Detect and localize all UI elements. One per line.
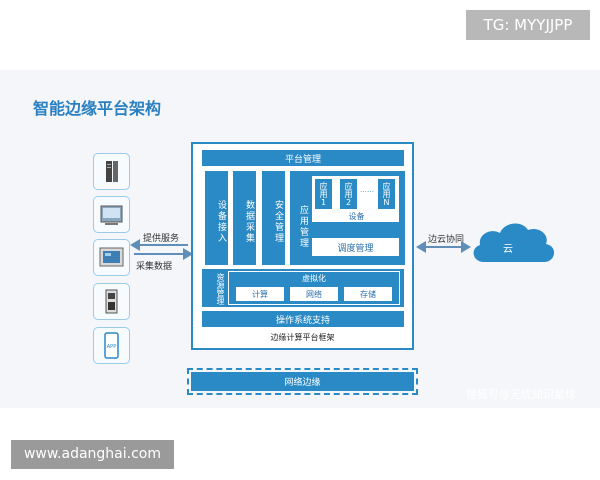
architecture-slide: 智能边缘平台架构 APP [0,70,600,408]
app-2-box: 应用2 [340,179,357,209]
collect-data-arrow [134,253,186,255]
resource-mgmt-label: 资源管理 [202,269,226,307]
arrow-left-icon [130,239,140,251]
network-edge-bar: 网络边缘 [187,368,418,395]
cloud-label: 云 [503,244,513,255]
monitor-panel-icon [93,196,130,233]
slide-title: 智能边缘平台架构 [33,99,162,118]
device-group: 应用1 应用2 …… 应用N 设备 [311,175,400,223]
framework-caption: 边缘计算平台框架 [270,333,335,342]
storage-box: 存储 [343,286,393,302]
edge-cloud-arrow [420,246,464,248]
svg-text:APP: APP [107,344,116,350]
arrow-right-icon [461,241,471,253]
server-icon [93,153,130,190]
platform-frame: 平台管理 设备接入 数据采集 安全管理 应用管理 应用1 应用2 …… 应用N … [191,142,414,350]
hmi-screen-icon [93,239,130,276]
mobile-app-icon: APP [93,327,130,364]
platform-mgmt-bar: 平台管理 [202,150,404,166]
network-box: 网络 [289,286,339,302]
virtualization-box: 虚拟化 计算 网络 存储 [228,271,400,305]
cloud-icon [473,223,555,262]
arrow-left-icon [416,241,426,253]
url-badge: www.adanghai.com [11,440,174,469]
controller-module-icon [93,283,130,320]
app-1-box: 应用1 [315,179,332,209]
provide-service-label: 提供服务 [143,234,180,244]
data-collection-column: 数据采集 [233,171,256,265]
scheduling-mgmt-box: 调度管理 [311,237,400,257]
compute-box: 计算 [235,286,285,302]
arrow-right-icon [183,248,193,260]
app-n-box: 应用N [378,179,395,209]
resource-block: 资源管理 虚拟化 计算 网络 存储 [202,269,404,307]
app-mgmt-block: 应用管理 应用1 应用2 …… 应用N 设备 调度管理 [290,171,405,265]
device-access-column: 设备接入 [205,171,228,265]
edge-cloud-label: 边云协同 [428,235,465,245]
device-label: 设备 [348,212,365,221]
provide-service-arrow [134,244,188,246]
watermark: 搜狐号@无忧知识星球 [466,388,576,401]
virtualization-label: 虚拟化 [302,274,326,283]
security-mgmt-column: 安全管理 [262,171,285,265]
collect-data-label: 采集数据 [136,262,173,272]
apps-ellipsis: …… [360,186,374,194]
os-support-bar: 操作系统支持 [202,311,404,327]
app-mgmt-label: 应用管理 [290,171,310,265]
tg-badge: TG: MYYJJPP [466,10,590,40]
